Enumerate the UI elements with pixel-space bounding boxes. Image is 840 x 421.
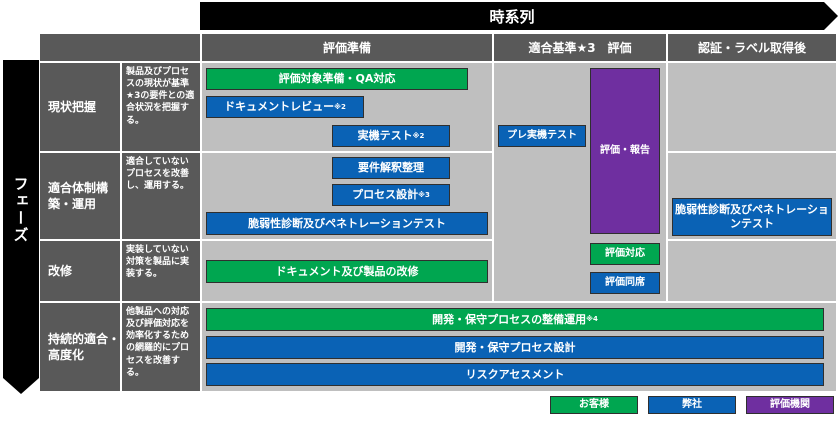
bar-real-test: 実機テスト※2 [332,125,450,147]
footnote-mark: ※4 [586,315,598,324]
legend-eval-body: 評価機関 [746,396,834,414]
bar-doc-review: ドキュメントレビュー※2 [206,96,364,118]
bar-eval-response: 評価対応 [590,243,660,265]
bar-vuln-pentest-after: 脆弱性診断及びペネトレーションテスト [672,198,832,236]
timeline-arrow: 時系列 [200,2,838,30]
row-desc-fix: 実装していない対策を製品に実装する。 [122,241,200,301]
bar-pre-real-test: プレ実機テスト [498,125,586,147]
column-header-after-cert: 認証・ラベル取得後 [668,34,836,61]
row-desc-sustained: 他製品への対応及び評価対応を効率化するための網羅的にプロセスを改善する。 [122,303,200,391]
cell [668,63,836,151]
timeline-label: 時系列 [489,7,535,26]
bar-real-test-label: 実機テスト [357,129,413,143]
phase-arrow: フェーズ [3,60,39,394]
bar-eval-attend: 評価同席 [590,272,660,294]
timeline-arrow-shape [200,2,838,30]
bar-dev-maint-ops-label: 開発・保守プロセスの整備運用 [432,312,587,326]
footnote-mark: ※2 [412,131,425,140]
bar-doc-product-fix: ドキュメント及び製品の改修 [206,260,488,283]
row-title-current-status: 現状把握 [40,63,120,151]
bar-doc-review-label: ドキュメントレビュー [224,100,335,114]
phase-arrow-shape [3,60,39,394]
footnote-mark: ※3 [418,190,430,199]
bar-process-design: プロセス設計※3 [332,184,450,206]
phase-label: フェーズ [11,176,30,244]
bar-dev-maint-ops: 開発・保守プロセスの整備運用※4 [206,308,824,331]
bar-vuln-pentest: 脆弱性診断及びペネトレーションテスト [206,212,488,235]
header-corner [40,34,200,61]
bar-process-design-label: プロセス設計 [352,188,419,202]
legend-customer: お客様 [550,396,638,414]
bar-dev-maint-design: 開発・保守プロセス設計 [206,336,824,359]
bar-risk-assessment: リスクアセスメント [206,363,824,386]
row-desc-current-status: 製品及びプロセスの現状が基準★3の要件との適合状況を把握する。 [122,63,200,151]
cell [668,241,836,301]
row-title-sustained: 持続的適合・高度化 [40,303,120,391]
row-title-conformity-system: 適合体制構築・運用 [40,153,120,239]
column-header-eval-prep: 評価準備 [202,34,492,61]
footnote-mark: ※2 [334,102,346,111]
row-desc-conformity-system: 適合していないプロセスを改善し、運用する。 [122,153,200,239]
legend-our-company: 弊社 [648,396,736,414]
bar-req-analysis: 要件解釈整理 [332,157,450,179]
bar-eval-report: 評価・報告 [590,68,660,234]
column-header-conformity-eval: 適合基準★3 評価 [494,34,666,61]
bar-eval-prep-qa: 評価対象準備・QA対応 [206,68,468,90]
row-title-fix: 改修 [40,241,120,301]
